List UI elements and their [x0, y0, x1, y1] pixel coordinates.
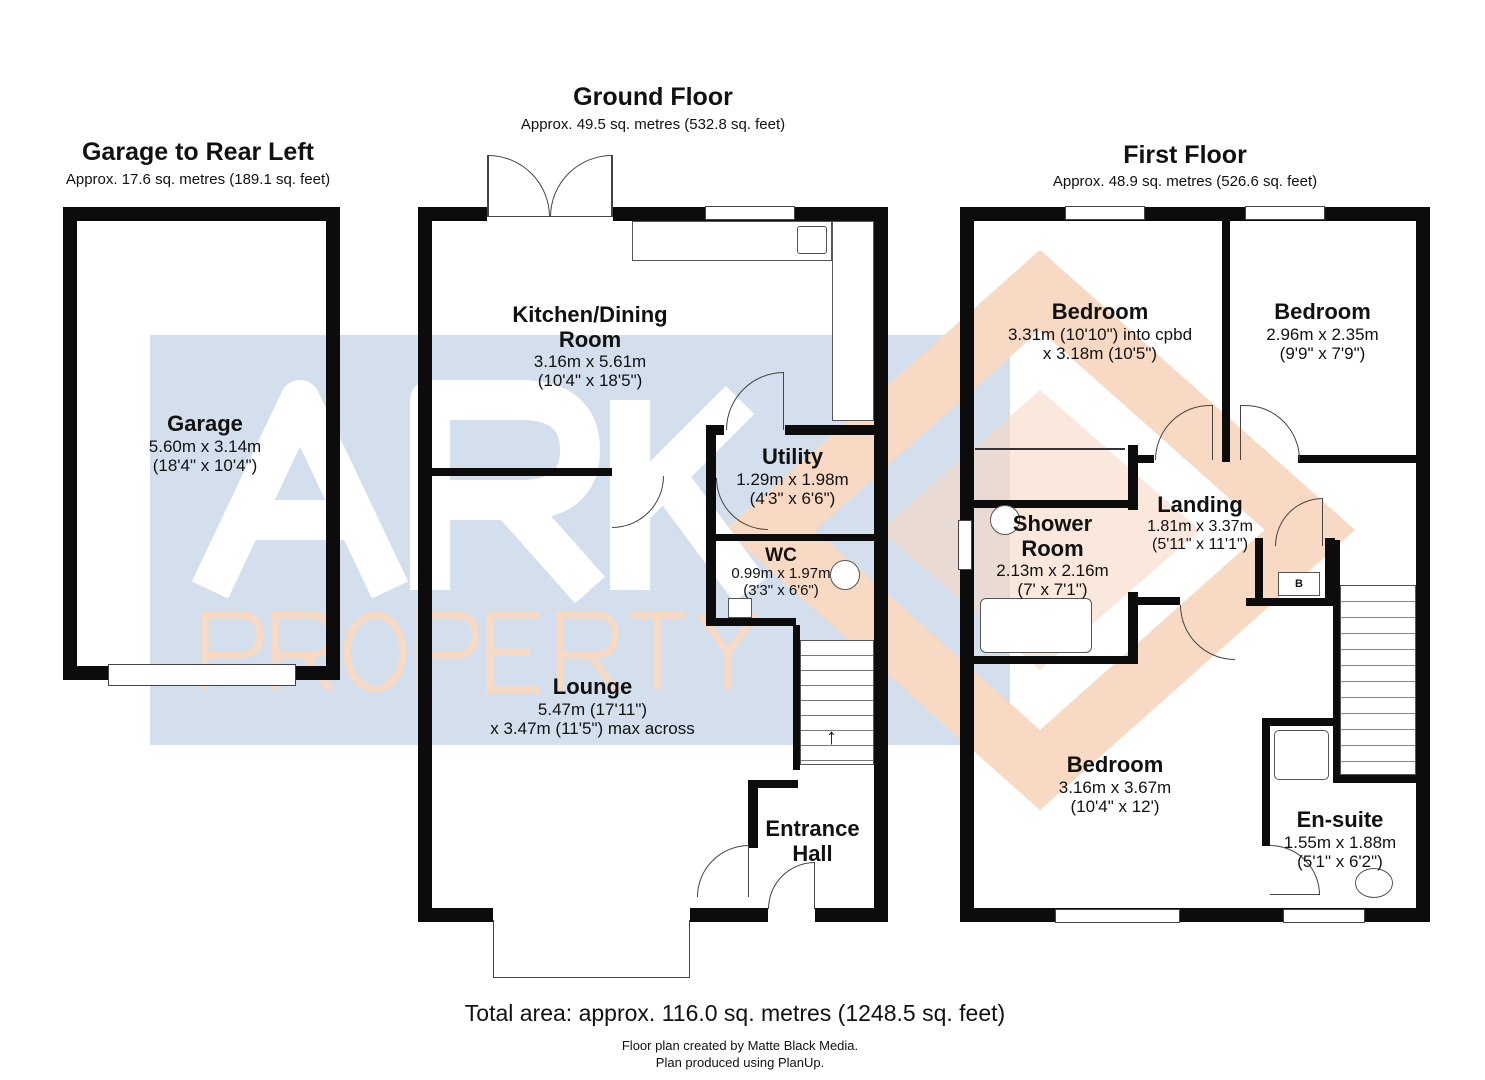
room-wc: WC 0.99m x 1.97m (3'3" x 6'6")	[731, 545, 831, 600]
stair-arrow-icon: ↑	[826, 724, 837, 749]
watermark-diamond	[724, 249, 1356, 811]
room-en-suite: En-suite 1.55m x 1.88m (5'1" x 6'2")	[1283, 807, 1397, 871]
credit-line-2: Plan produced using PlanUp.	[655, 1055, 825, 1070]
room-garage: Garage 5.60m x 3.14m (18'4" x 10'4")	[148, 411, 262, 475]
garage-title: Garage to Rear Left	[81, 138, 314, 166]
total-area: Total area: approx. 116.0 sq. metres (12…	[464, 1000, 1006, 1026]
room-shower-room: Shower Room 2.13m x 2.16m (7' x 7'1")	[996, 511, 1109, 600]
kitchen-sink	[797, 226, 827, 254]
room-entrance-hall: Entrance Hall	[765, 816, 860, 866]
ground-floor-title: Ground Floor	[573, 83, 733, 111]
staircase	[800, 640, 874, 765]
first-floor-area: Approx. 48.9 sq. metres (526.6 sq. feet)	[1052, 173, 1318, 190]
boiler-cupboard: B	[1278, 572, 1320, 596]
room-kitchen-dining: Kitchen/Dining Room 3.16m x 5.61m (10'4"…	[512, 302, 668, 391]
first-floor-staircase	[1340, 585, 1416, 775]
bay-window	[493, 920, 690, 978]
room-bedroom-1: Bedroom 3.31m (10'10") into cpbd x 3.18m…	[1007, 299, 1193, 363]
watermark-property-letters	[201, 611, 759, 694]
wc-toilet	[830, 560, 860, 590]
garage-area: Approx. 17.6 sq. metres (189.1 sq. feet)	[65, 171, 331, 188]
ground-floor-area: Approx. 49.5 sq. metres (532.8 sq. feet)	[520, 116, 786, 133]
garage-door	[108, 664, 296, 686]
shower-tray	[980, 598, 1092, 653]
room-lounge: Lounge 5.47m (17'11") x 3.47m (11'5") ma…	[490, 674, 695, 738]
credit-line-1: Floor plan created by Matte Black Media.	[621, 1038, 859, 1053]
ensuite-shower	[1274, 730, 1329, 780]
room-bedroom-3: Bedroom 3.16m x 3.67m (10'4" x 12')	[1058, 752, 1172, 816]
first-floor-title: First Floor	[1123, 141, 1247, 169]
room-utility: Utility 1.29m x 1.98m (4'3" x 6'6")	[736, 444, 849, 508]
ensuite-toilet	[1355, 868, 1393, 898]
room-landing: Landing 1.81m x 3.37m (5'11" x 11'1")	[1147, 492, 1253, 553]
room-bedroom-2: Bedroom 2.96m x 2.35m (9'9" x 7'9")	[1266, 299, 1379, 363]
shower-room-toilet	[990, 505, 1020, 535]
